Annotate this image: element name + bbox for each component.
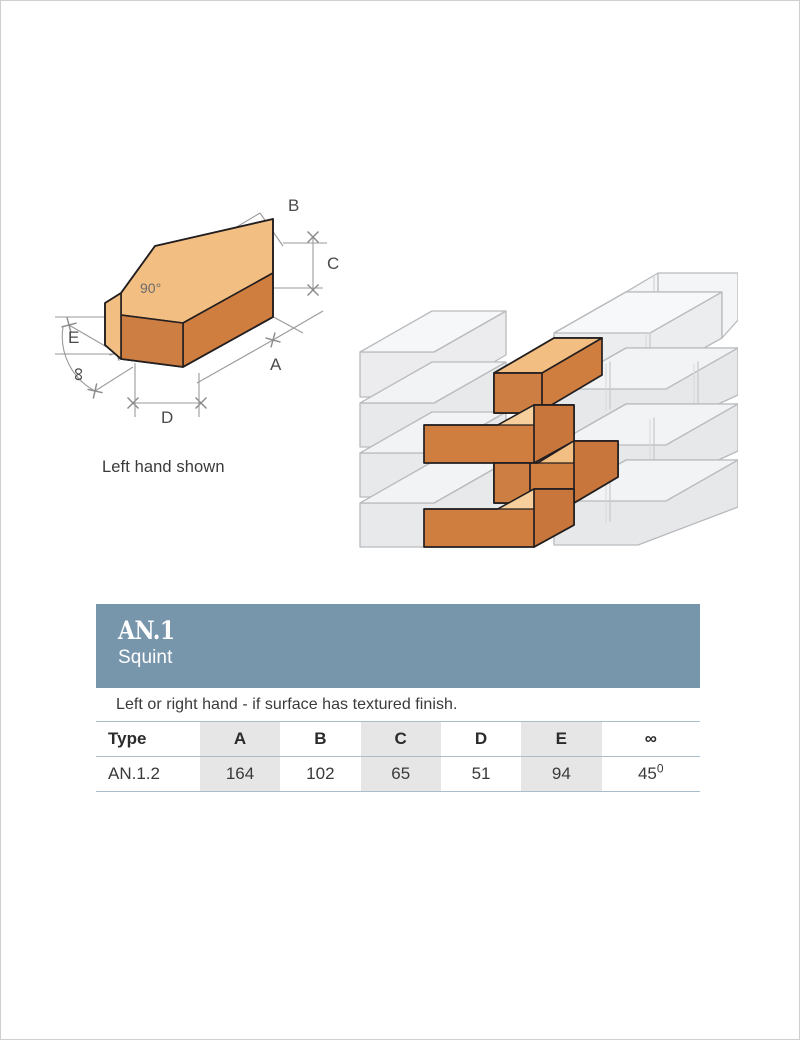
- cell-angle-value: 45: [637, 764, 657, 783]
- card-code: AN.1: [118, 616, 175, 645]
- column-header-type: Type: [108, 729, 147, 748]
- cell-angle-unit: 0: [656, 761, 664, 776]
- cell-c: 65: [360, 756, 441, 792]
- cell-d: 51: [471, 764, 491, 783]
- cell-type: AN.1.2: [108, 764, 160, 783]
- label-e: E: [68, 328, 79, 347]
- column-header-d: D: [474, 729, 488, 748]
- cell-a: 164: [199, 756, 281, 792]
- label-c: C: [327, 254, 339, 273]
- dimensions-table: Type A B C D E ∞ AN.1.2 164 102 65 51 94…: [96, 721, 700, 792]
- table-header-row: Type A B C D E ∞: [96, 721, 700, 757]
- figures-region: B C A D E 90° ∞ Left hand shown: [55, 196, 738, 548]
- label-angle-symbol: ∞: [68, 367, 89, 381]
- squint-brick-course-3: [493, 440, 619, 504]
- column-header-c: C: [360, 721, 441, 757]
- label-d: D: [161, 408, 173, 427]
- spec-card: AN.1 Squint Left or right hand - if surf…: [96, 604, 700, 792]
- card-note: Left or right hand - if surface has text…: [116, 696, 458, 713]
- squint-brick-course-2: [423, 404, 575, 464]
- squint-brick-solid: [104, 218, 274, 368]
- squint-brick-course-1: [493, 337, 603, 414]
- card-header: AN.1 Squint: [96, 604, 700, 688]
- cell-b: 102: [306, 764, 335, 783]
- label-ninety-degrees: 90°: [140, 280, 161, 296]
- column-header-angle: ∞: [644, 729, 657, 748]
- column-header-e: E: [521, 721, 602, 757]
- right-wall: [553, 272, 738, 546]
- card-name: Squint: [118, 647, 173, 668]
- label-a: A: [270, 355, 282, 374]
- dimension-labels: B C A D E 90° ∞: [68, 196, 339, 427]
- label-b: B: [288, 196, 299, 215]
- dimension-lines: [55, 212, 327, 417]
- corner-wall-diagram: [359, 272, 738, 548]
- column-header-a: A: [199, 721, 281, 757]
- cell-e: 94: [521, 756, 602, 792]
- squint-brick-course-4: [423, 488, 575, 548]
- table-row: AN.1.2 164 102 65 51 94 450: [96, 756, 700, 792]
- isometric-brick-diagram: B C A D E 90° ∞: [55, 196, 339, 427]
- left-hand-caption: Left hand shown: [102, 458, 225, 476]
- column-header-b: B: [314, 729, 327, 748]
- cell-angle: 450: [602, 757, 700, 792]
